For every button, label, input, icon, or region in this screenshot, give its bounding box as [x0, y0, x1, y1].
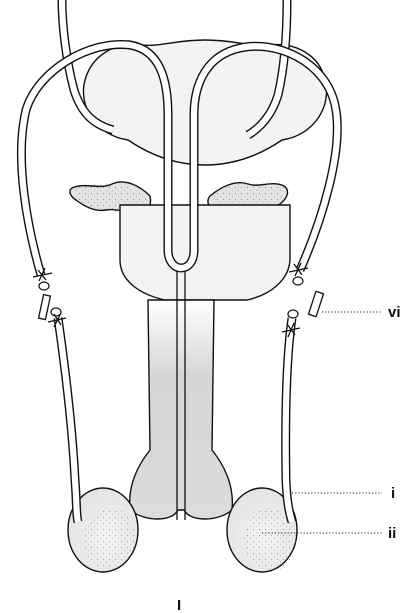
label-i: i [391, 485, 395, 502]
prostate [120, 205, 290, 300]
penis-shaft [130, 300, 233, 519]
cut-end-right-lower [288, 310, 298, 318]
label-vi: vi [388, 304, 401, 321]
label-ii: ii [388, 525, 396, 542]
removed-segment-left [39, 295, 51, 320]
cut-end-right-upper [293, 277, 303, 285]
removed-segment-right [308, 291, 323, 316]
cut-end-left-upper [39, 282, 49, 290]
vas-deferens-left-lower [58, 318, 78, 522]
vas-deferens-right-lower [286, 318, 292, 522]
bladder [83, 40, 326, 165]
testis-left-dots [84, 508, 136, 572]
figure-label: I [177, 597, 181, 614]
